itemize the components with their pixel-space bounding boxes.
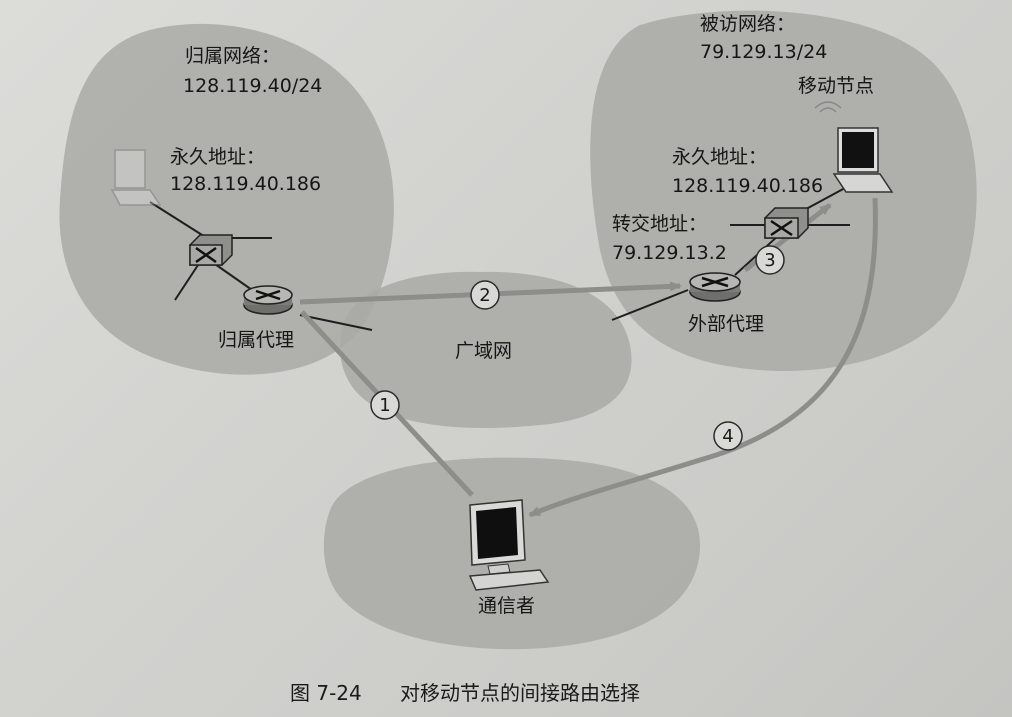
step-3-label: 3 bbox=[764, 250, 775, 271]
visited-permanent-address: 128.119.40.186 bbox=[672, 175, 823, 197]
visited-network-cloud bbox=[590, 10, 977, 371]
step-1-label: 1 bbox=[379, 395, 390, 416]
home-agent-router-icon bbox=[243, 285, 293, 315]
home-network-title: 归属网络： bbox=[185, 45, 280, 67]
home-permanent-address-label: 永久地址： bbox=[170, 146, 265, 168]
laptop-ghost-icon bbox=[110, 149, 162, 206]
wan-label: 广域网 bbox=[455, 340, 512, 362]
step-marker-1: 1 bbox=[370, 390, 400, 420]
route-4 bbox=[528, 197, 878, 518]
figure-caption-text: 对移动节点的间接路由选择 bbox=[400, 681, 640, 705]
wan-cloud bbox=[340, 271, 632, 429]
correspondent-computer-icon bbox=[468, 499, 550, 591]
step-marker-2: 2 bbox=[470, 280, 500, 310]
visited-network-prefix: 79.129.13/24 bbox=[700, 41, 827, 63]
care-of-address: 79.129.13.2 bbox=[612, 242, 727, 264]
care-of-address-label: 转交地址： bbox=[612, 213, 707, 235]
home-network-cloud bbox=[59, 23, 394, 375]
visited-switch-icon bbox=[764, 207, 809, 239]
visited-network-title: 被访网络： bbox=[700, 13, 795, 35]
step-marker-4: 4 bbox=[713, 421, 743, 451]
correspondent-label: 通信者 bbox=[478, 595, 535, 617]
figure-caption-number: 图 7-24 bbox=[290, 681, 362, 705]
step-marker-3: 3 bbox=[755, 245, 785, 275]
mobile-node-laptop-icon bbox=[814, 101, 894, 193]
home-switch-icon bbox=[189, 234, 233, 266]
visited-permanent-address-label: 永久地址： bbox=[672, 146, 767, 168]
home-permanent-address: 128.119.40.186 bbox=[170, 173, 321, 195]
home-network-prefix: 128.119.40/24 bbox=[183, 75, 322, 97]
foreign-agent-label: 外部代理 bbox=[688, 313, 764, 335]
home-agent-label: 归属代理 bbox=[218, 329, 294, 351]
step-4-label: 4 bbox=[722, 426, 733, 447]
foreign-agent-router-icon bbox=[689, 272, 741, 302]
step-2-label: 2 bbox=[479, 285, 490, 306]
mobile-node-label: 移动节点 bbox=[798, 75, 874, 97]
